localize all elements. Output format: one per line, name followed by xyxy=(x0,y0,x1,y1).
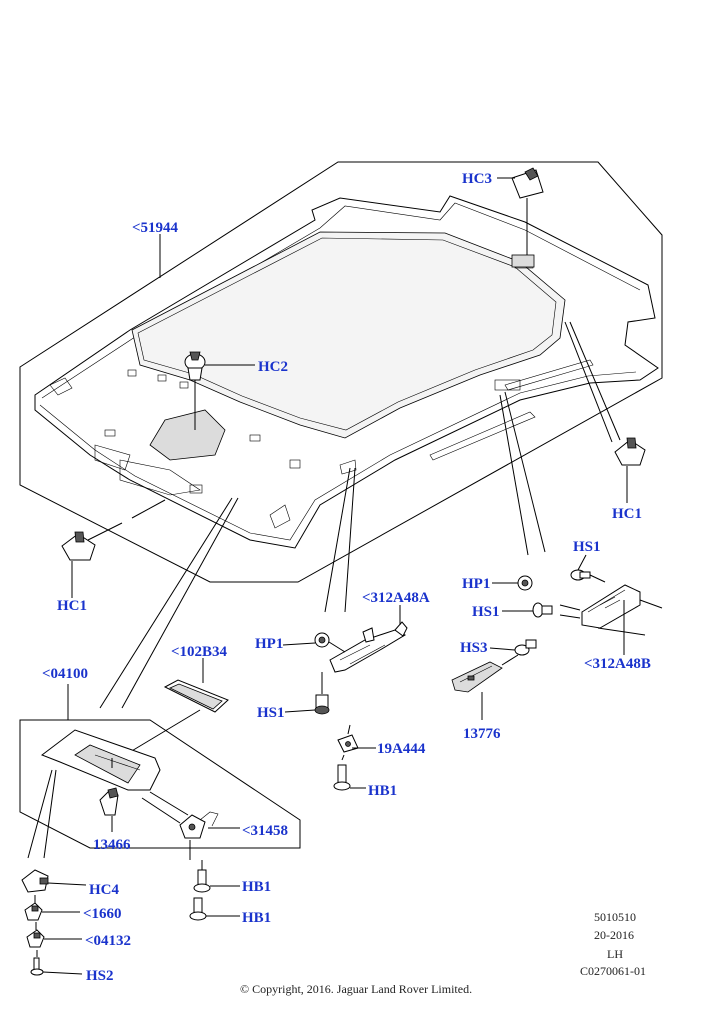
label-hs1-top[interactable]: HS1 xyxy=(573,539,601,555)
footer-code-4: C0270061-01 xyxy=(580,964,646,978)
label-hc3[interactable]: HC3 xyxy=(462,171,492,187)
label-13466[interactable]: 13466 xyxy=(93,837,131,853)
headliner-group-frame xyxy=(19,161,663,583)
hb1-bolt-a[interactable] xyxy=(193,869,211,893)
mirror-102B34[interactable] xyxy=(163,679,229,713)
label-31458[interactable]: <31458 xyxy=(242,823,288,839)
label-hb1-mid[interactable]: HB1 xyxy=(368,783,397,799)
label-04132[interactable]: <04132 xyxy=(85,933,131,949)
label-hb1-b[interactable]: HB1 xyxy=(242,910,271,926)
label-51944[interactable]: <51944 xyxy=(132,220,179,236)
hc4-clip[interactable] xyxy=(21,869,49,893)
label-19A444[interactable]: 19A444 xyxy=(377,741,426,757)
label-04100[interactable]: <04100 xyxy=(42,666,88,682)
console-recess xyxy=(149,409,226,461)
label-hc1-right[interactable]: HC1 xyxy=(612,506,642,522)
label-hb1-a[interactable]: HB1 xyxy=(242,879,271,895)
footer-code-3: LH xyxy=(607,947,623,961)
label-hc4[interactable]: HC4 xyxy=(89,882,120,898)
part-19A444[interactable] xyxy=(337,734,359,753)
copyright-text: © Copyright, 2016. Jaguar Land Rover Lim… xyxy=(240,982,472,996)
hb1-mid-bolt[interactable] xyxy=(333,764,351,791)
hc1-right-clip[interactable] xyxy=(614,437,646,466)
label-312A48A[interactable]: <312A48A xyxy=(362,590,430,606)
part-1660[interactable] xyxy=(24,902,43,921)
label-hs3[interactable]: HS3 xyxy=(460,640,488,656)
label-hp1-right[interactable]: HP1 xyxy=(462,576,490,592)
headliner-rim-side xyxy=(39,371,637,541)
label-1660[interactable]: <1660 xyxy=(83,906,122,922)
hb1-bolt-b[interactable] xyxy=(189,897,207,921)
clip-13466[interactable] xyxy=(99,787,119,816)
bracket-312A48A[interactable] xyxy=(329,621,408,673)
label-hs1-right[interactable]: HS1 xyxy=(472,604,500,620)
lamp-13776[interactable] xyxy=(451,661,503,693)
hs3-clip[interactable] xyxy=(514,639,537,656)
hc2-clip[interactable] xyxy=(184,351,206,381)
hs1-mid-clip[interactable] xyxy=(314,694,330,715)
label-hs2[interactable]: HS2 xyxy=(86,968,114,984)
hp1-mid-clip[interactable] xyxy=(314,632,330,648)
label-hp1-mid[interactable]: HP1 xyxy=(255,636,283,652)
sunroof-opening xyxy=(131,231,566,439)
sunvisor-04100[interactable] xyxy=(40,729,161,791)
footer-code-2: 20-2016 xyxy=(594,928,634,942)
hs1-right-clip[interactable] xyxy=(532,602,553,618)
footer-code-1: 5010510 xyxy=(594,910,636,924)
sunvisor-group-frame xyxy=(19,719,301,849)
label-hc1-left[interactable]: HC1 xyxy=(57,598,87,614)
label-hc2[interactable]: HC2 xyxy=(258,359,288,375)
label-13776[interactable]: 13776 xyxy=(463,726,501,742)
label-312A48B[interactable]: <312A48B xyxy=(584,656,651,672)
hs2-screw[interactable] xyxy=(30,957,44,976)
hc1-left-clip[interactable] xyxy=(61,531,96,561)
hs1-top-clip[interactable] xyxy=(570,569,591,581)
label-hs1-mid[interactable]: HS1 xyxy=(257,705,285,721)
mount-31458[interactable] xyxy=(179,811,219,839)
sunroof-inner-edge xyxy=(137,237,557,431)
hc3-clip[interactable] xyxy=(511,167,544,199)
bracket-312A48B[interactable] xyxy=(581,584,641,629)
part-04132[interactable] xyxy=(26,929,45,948)
hp1-right-clip[interactable] xyxy=(517,575,533,591)
label-102B34[interactable]: <102B34 xyxy=(171,644,228,660)
